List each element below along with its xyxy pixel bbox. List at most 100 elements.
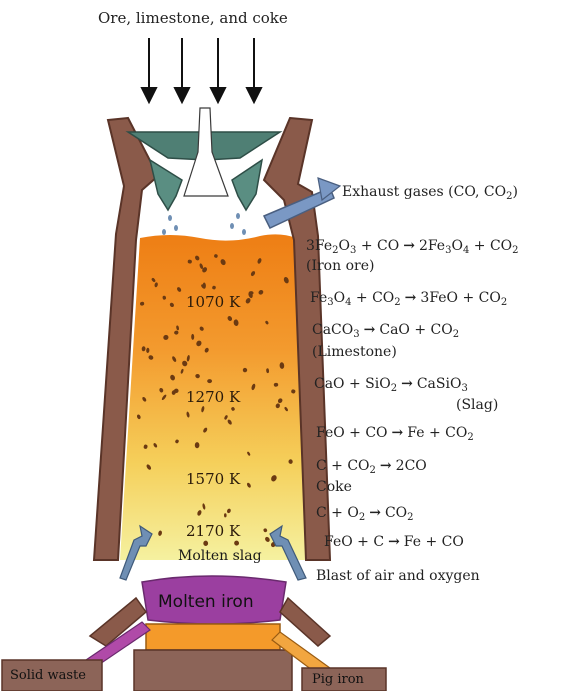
solid-waste-block — [1, 659, 103, 691]
temp-zone-4: 2170 K — [186, 522, 241, 540]
charge-particle — [161, 394, 167, 401]
charge-particle — [163, 334, 169, 340]
coke-note: Coke — [316, 479, 352, 495]
charge-particle — [202, 267, 208, 273]
charge-particle — [146, 464, 152, 470]
arrow-icon: → — [379, 458, 392, 474]
charge-particle — [231, 407, 235, 411]
charge-particle — [277, 398, 283, 404]
charge-particle — [284, 406, 288, 412]
exhaust-label: Exhaust gases (CO, CO2) — [342, 184, 518, 202]
charge-particle — [172, 356, 177, 362]
arrow-icon: → — [404, 290, 417, 306]
charge-particle — [245, 298, 251, 304]
temp-zone-3: 1570 K — [186, 470, 241, 488]
charge-particle — [224, 415, 228, 420]
reaction-2: Fe3O4 + CO2→3FeO + CO2 — [310, 290, 508, 308]
charge-particle — [258, 289, 264, 295]
charging-hopper — [125, 107, 283, 212]
charge-particle — [201, 406, 205, 413]
arrow-icon: → — [391, 425, 404, 441]
top-input-label: Ore, limestone, and coke — [98, 9, 288, 27]
charge-particle — [174, 388, 179, 394]
limestone-note: (Limestone) — [312, 344, 397, 360]
reaction-8: FeO + C→Fe + CO — [324, 534, 464, 550]
charge-particle — [180, 368, 184, 374]
charge-particle — [195, 373, 200, 379]
charge-particle — [248, 291, 253, 299]
blast-label: Blast of air and oxygen — [316, 568, 480, 584]
charge-particle — [212, 285, 216, 290]
molten-iron-pool — [141, 575, 287, 625]
charge-particle — [279, 362, 285, 369]
charge-particle — [242, 367, 248, 373]
charge-particle — [263, 528, 268, 533]
reaction-7: C + O2→CO2 — [316, 505, 414, 523]
charge-particle — [153, 443, 158, 448]
pig-iron-block — [301, 667, 387, 691]
charge-particle — [199, 263, 204, 269]
left-blast-arrow — [119, 524, 153, 581]
charge-particle — [271, 475, 277, 482]
charge-particle — [204, 347, 209, 353]
reaction-3: CaCO3→CaO + CO2 — [312, 322, 460, 340]
charge-particle — [194, 442, 200, 449]
solid-waste-label: Solid waste — [10, 668, 86, 683]
charge-particle — [148, 355, 154, 360]
charge-particle — [214, 254, 218, 258]
charge-particle — [140, 301, 145, 306]
charge-particle — [186, 355, 190, 362]
charge-particle — [227, 316, 233, 321]
charge-particle — [199, 326, 204, 331]
charge-particle — [146, 347, 150, 353]
charge-particle — [227, 419, 232, 425]
charge-particle — [203, 427, 208, 433]
arrow-icon: → — [363, 322, 376, 338]
charge-particle — [257, 258, 262, 264]
charge-particle — [177, 287, 182, 292]
charge-particle — [187, 259, 192, 264]
charge-particle — [265, 320, 269, 325]
charge-particle — [195, 255, 200, 261]
exhaust-pipe — [262, 187, 335, 229]
hearth — [88, 596, 332, 691]
charge-particle — [142, 396, 147, 402]
reaction-1: 3Fe2O3 + CO→2Fe3O4 + CO2 — [306, 238, 519, 256]
charge-particle — [227, 508, 231, 514]
left-wall — [92, 116, 160, 561]
charge-particle — [191, 333, 195, 340]
charge-particle — [141, 346, 146, 352]
pig-iron-label: Pig iron — [312, 672, 364, 687]
charge-particle — [158, 530, 162, 536]
charge-particle — [246, 482, 251, 488]
charge-particle — [233, 319, 239, 326]
charge-particle — [265, 536, 270, 542]
charge-particle — [247, 451, 251, 456]
arrow-icon: → — [401, 376, 413, 392]
charge-particle — [250, 271, 256, 277]
charge-particle — [182, 360, 188, 367]
charge-particle — [197, 510, 202, 516]
charge-particle — [273, 382, 279, 387]
charge-particle — [288, 459, 293, 464]
charge-particle — [203, 540, 209, 546]
reaction-4: CaO + SiO2→CaSiO3 — [314, 376, 468, 394]
reaction-6: C + CO2→2CO — [316, 458, 427, 476]
input-arrows — [140, 38, 263, 105]
charge-particle — [283, 277, 289, 284]
arrow-icon: → — [403, 238, 415, 254]
charge-particle — [207, 379, 213, 384]
slag-note: (Slag) — [456, 397, 499, 413]
right-blast-arrow — [269, 524, 307, 581]
charge-particle — [220, 259, 226, 266]
charge-particle — [266, 368, 270, 374]
charge-particle — [170, 374, 176, 381]
charge-particle — [291, 389, 296, 394]
reaction-5: FeO + CO→Fe + CO2 — [316, 425, 474, 443]
arrow-icon: → — [388, 534, 400, 550]
charge-particle — [196, 340, 202, 347]
charge-particle — [251, 383, 256, 391]
charge-particle — [186, 411, 190, 418]
